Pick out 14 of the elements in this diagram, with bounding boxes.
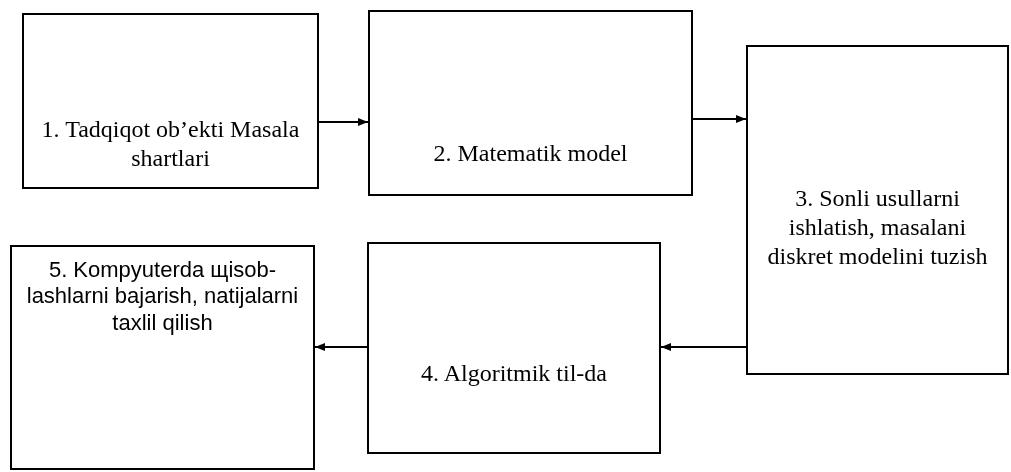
process-box <box>746 45 1009 375</box>
step-text: 4. Algoritmik til-da <box>421 359 607 388</box>
step-text: 3. Sonli usullarni ishlatish, masalani diskret modelini tuzish <box>766 184 989 271</box>
process-box <box>22 13 319 189</box>
process-box <box>368 10 693 196</box>
arrow <box>692 115 747 123</box>
arrow <box>318 118 369 126</box>
arrow <box>314 343 368 351</box>
step-text: 1. Tadqiqot ob’ekti Masala shartlari <box>40 115 301 173</box>
step-text: 2. Matematik model <box>433 139 628 168</box>
process-box <box>367 242 661 454</box>
step-text: 5. Kompyuterda щisob-lashlarni bajarish, natijalarni taxlil qilish <box>25 257 300 337</box>
process-box <box>10 245 315 470</box>
arrow <box>660 343 747 351</box>
